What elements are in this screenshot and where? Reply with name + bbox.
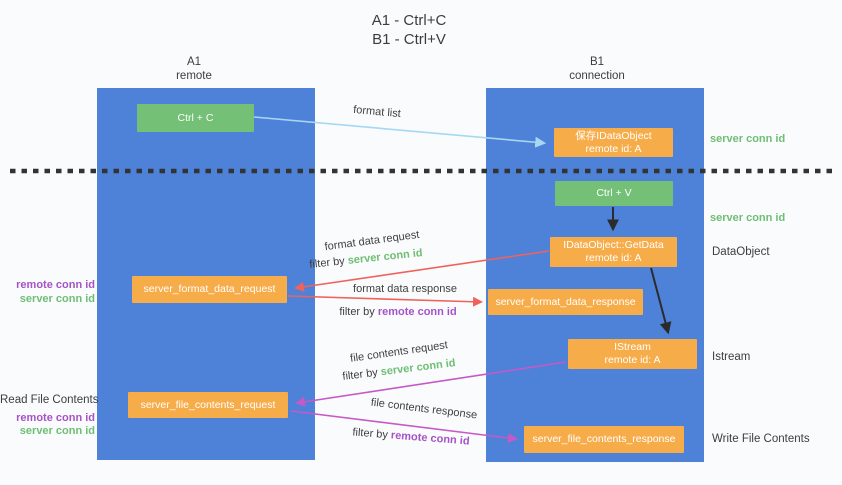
node-file-response-label: server_file_contents_response bbox=[532, 433, 676, 445]
node-server-format-data-request: server_format_data_request bbox=[132, 276, 287, 303]
label-file-contents-response: file contents response bbox=[370, 396, 478, 422]
label-server-conn-id-left-2: server conn id bbox=[19, 425, 95, 437]
node-format-response-label: server_format_data_response bbox=[495, 295, 636, 308]
node-ctrl-v-label: Ctrl + V bbox=[596, 187, 632, 199]
label-write-file-contents: Write File Contents bbox=[712, 433, 810, 445]
node-format-request-label: server_format_data_request bbox=[143, 283, 276, 295]
node-istream-line1: IStream bbox=[614, 341, 651, 353]
node-save-idataobject: 保存IDataObject remote id: A bbox=[554, 128, 673, 157]
label-server-conn-id-top: server conn id bbox=[710, 133, 786, 145]
filter-prefix: filter by bbox=[341, 366, 379, 383]
label-format-data-response: format data response bbox=[353, 283, 457, 295]
node-file-request-label: server_file_contents_request bbox=[140, 398, 276, 411]
filter-prefix: filter by bbox=[352, 426, 389, 442]
label-read-file-contents: Read File Contents bbox=[0, 394, 99, 406]
label-server-conn-id-left-1: server conn id bbox=[19, 293, 95, 305]
node-istream: IStream remote id: A bbox=[568, 339, 697, 369]
lane-b1-name: B1 bbox=[589, 56, 605, 68]
label-filter-file-response: filter by remote conn id bbox=[352, 426, 470, 447]
arrow-format-data-response bbox=[287, 295, 483, 307]
title-line-1: A1 - Ctrl+C bbox=[371, 12, 447, 29]
node-server-file-contents-request: server_file_contents_request bbox=[128, 392, 288, 418]
lane-header-a1: A1 remote bbox=[176, 56, 212, 83]
label-dataobject: DataObject bbox=[712, 246, 770, 258]
filter-key-server-conn-id: server conn id bbox=[380, 357, 457, 379]
filter-key-server-conn-id: server conn id bbox=[347, 247, 424, 267]
node-istream-line2: remote id: A bbox=[604, 354, 661, 366]
lane-b1-subtitle: connection bbox=[569, 69, 625, 82]
title-line-2: B1 - Ctrl+V bbox=[372, 31, 446, 48]
lane-a1-name: A1 bbox=[186, 56, 202, 68]
node-save-idataobject-line1: 保存IDataObject bbox=[575, 129, 652, 142]
filter-key-remote-conn-id: remote conn id bbox=[377, 306, 457, 318]
lane-header-b1: B1 connection bbox=[569, 56, 625, 83]
node-save-idataobject-line2: remote id: A bbox=[585, 142, 642, 155]
node-getdata-line2: remote id: A bbox=[585, 252, 642, 264]
filter-prefix: filter by bbox=[308, 255, 346, 271]
node-ctrl-c-label: Ctrl + C bbox=[177, 111, 214, 124]
lane-a1-subtitle: remote bbox=[176, 69, 212, 82]
node-ctrl-v: Ctrl + V bbox=[555, 181, 673, 206]
node-server-format-data-response: server_format_data_response bbox=[488, 289, 643, 315]
label-server-conn-id-mid: server conn id bbox=[710, 212, 786, 224]
node-idataobject-getdata: IDataObject::GetData remote id: A bbox=[550, 237, 677, 267]
label-format-list: format list bbox=[352, 103, 402, 121]
node-getdata-line1: IDataObject::GetData bbox=[563, 239, 664, 251]
label-istream: Istream bbox=[712, 351, 751, 363]
diagram-title: A1 - Ctrl+C B1 - Ctrl+V bbox=[372, 11, 447, 49]
filter-key-remote-conn-id: remote conn id bbox=[390, 429, 470, 448]
node-server-file-contents-response: server_file_contents_response bbox=[524, 426, 684, 453]
node-ctrl-c: Ctrl + C bbox=[137, 104, 254, 132]
filter-prefix: filter by bbox=[339, 306, 375, 318]
label-filter-format-response: filter by remote conn id bbox=[339, 306, 456, 318]
label-remote-conn-id-left-2: remote conn id bbox=[16, 412, 95, 424]
label-remote-conn-id-left-1: remote conn id bbox=[16, 279, 95, 291]
